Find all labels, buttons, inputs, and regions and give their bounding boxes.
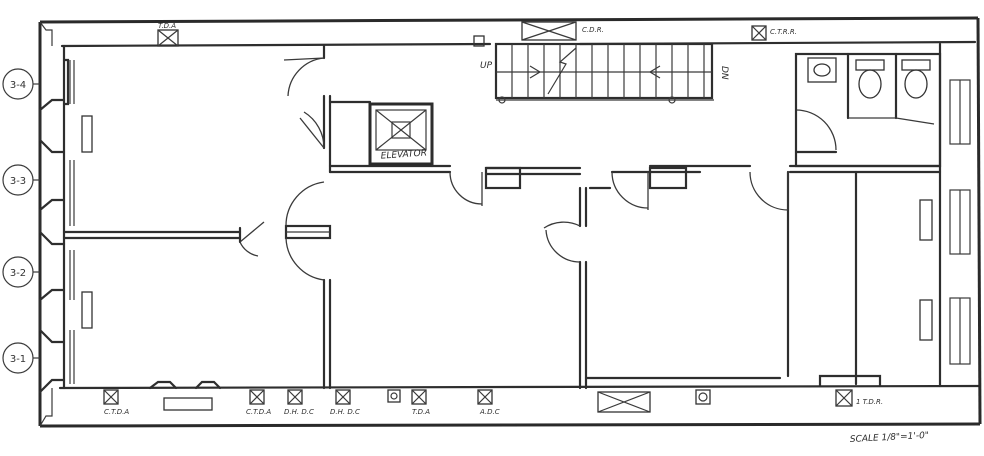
bay-windows (38, 58, 93, 394)
door-swings (239, 57, 837, 281)
grid-marker-3-3: 3-3 (10, 176, 26, 187)
stair-dn-label: DN (719, 66, 729, 80)
tag-bottom-5: T.D.A (412, 408, 430, 416)
stair: UP DN (480, 42, 729, 104)
interior-walls (62, 44, 942, 390)
tag-top-left: T.D.A (158, 22, 176, 30)
grid-marker-3-2: 3-2 (10, 268, 26, 279)
elevator-label: ELEVATOR (380, 148, 427, 161)
equipment-tags: T.D.A C.D.R. C.T.R.R. C.T.D.A C.T.D.A D.… (103, 21, 883, 416)
tag-bottom-3: D.H. D.C (284, 408, 314, 416)
tag-bottom-1: C.T.D.A (104, 408, 129, 416)
tag-bottom-4: D.H. D.C (330, 408, 360, 416)
restroom (794, 52, 942, 168)
scale-note: SCALE 1/8"=1'-0" (850, 431, 930, 445)
outer-walls (38, 16, 982, 428)
tag-bottom-7: 1 T.D.R. (856, 398, 883, 406)
tag-bottom-2: C.T.D.A (246, 408, 271, 416)
tag-top-right: C.T.R.R. (770, 28, 797, 36)
stair-up-label: UP (480, 61, 493, 71)
grid-markers: 3-4 3-3 3-2 3-1 (2, 68, 40, 374)
grid-marker-3-1: 3-1 (10, 354, 26, 365)
tag-top-stair: C.D.R. (582, 26, 604, 34)
elevator: ELEVATOR (328, 100, 434, 168)
right-windows (919, 79, 971, 365)
tag-bottom-6: A.D.C (479, 408, 500, 416)
grid-marker-3-4: 3-4 (10, 80, 26, 91)
